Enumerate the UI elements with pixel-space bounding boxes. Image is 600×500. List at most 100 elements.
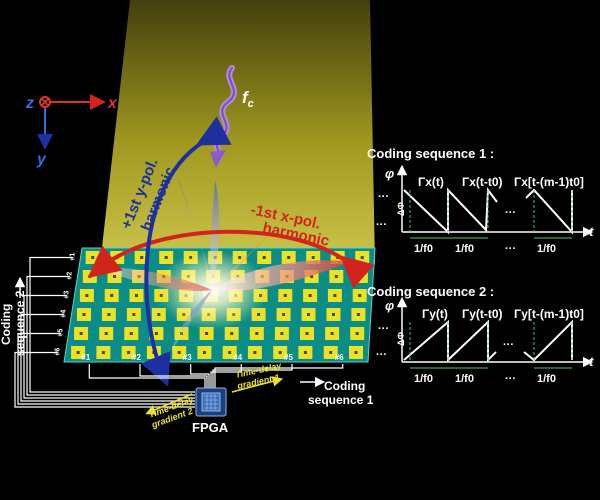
unit-cell-diode — [101, 351, 105, 354]
seq2-delta-phi: ΔΦ — [396, 332, 406, 346]
unit-cell-diode — [157, 313, 161, 316]
row-control-wire — [26, 275, 195, 396]
column-control-wire — [88, 364, 206, 388]
seq1-gamma-2: Γx(t-t0) — [462, 175, 503, 189]
seq2-title: Coding sequence 2 : — [367, 284, 494, 299]
row-label: #3 — [64, 291, 71, 299]
coding-seq2-label-1: Coding — [0, 304, 13, 345]
unit-cell-diode — [230, 332, 234, 335]
unit-cell-diode — [329, 351, 333, 354]
row-label: #6 — [55, 348, 62, 356]
row-control-wire — [17, 332, 195, 405]
unit-cell-diode — [333, 294, 337, 297]
seq2-guides — [409, 322, 573, 362]
unit-cell-diode — [140, 256, 144, 259]
coding-sequence-2-panel: Coding sequence 2 : φ t ΔΦ ··· ··· Γy(t)… — [367, 284, 594, 385]
seq2-period-label-2: 1/f0 — [455, 373, 474, 385]
unit-cell-diode — [91, 256, 95, 259]
unit-cell-diode — [354, 351, 358, 354]
seq2-dots-mid: ··· — [503, 339, 514, 351]
seq2-dots-left2: ··· — [376, 349, 387, 361]
unit-cell-diode — [278, 351, 282, 354]
row-label: #2 — [67, 272, 74, 280]
unit-cell-diode — [76, 351, 80, 354]
seq1-dots-bottom: ··· — [505, 243, 516, 255]
unit-cell-diode — [287, 256, 291, 259]
row-label: #4 — [61, 310, 68, 318]
unit-cell-diode — [104, 332, 108, 335]
column-label: #3 — [183, 353, 192, 362]
fpga-label: FPGA — [192, 420, 229, 435]
seq2-t-label: t — [589, 354, 594, 369]
unit-cell-diode — [303, 351, 307, 354]
seq1-delta-phi: ΔΦ — [396, 202, 406, 216]
coding-seq2-label-2: sequence 2 — [13, 290, 27, 356]
carrier-frequency-label: fc — [242, 88, 254, 110]
column-control-wire — [190, 364, 210, 388]
coding-seq1-label-2: sequence 1 — [308, 393, 374, 407]
z-axis-icon — [39, 96, 51, 108]
row-control-wire — [29, 256, 195, 393]
seq2-period-label-1: 1/f0 — [414, 373, 433, 385]
unit-cell-diode — [330, 332, 334, 335]
seq2-dots-bottom: ··· — [505, 373, 516, 385]
seq1-period-label-2: 1/f0 — [455, 243, 474, 255]
column-control-wire — [214, 364, 344, 388]
column-label: #4 — [233, 353, 242, 362]
unit-cell-diode — [360, 256, 364, 259]
unit-cell-diode — [257, 313, 261, 316]
seq1-dots-mid: ··· — [505, 207, 516, 219]
unit-cell-diode — [308, 294, 312, 297]
seq1-dots-left2: ··· — [376, 219, 387, 231]
seq2-gamma-1: Γy(t) — [422, 307, 448, 321]
unit-cell-diode — [255, 332, 259, 335]
unit-cell-diode — [307, 313, 310, 316]
unit-cell-diode — [132, 313, 136, 316]
seq1-guides — [409, 190, 573, 232]
y-axis-label: y — [36, 151, 47, 168]
unit-cell-diode — [283, 294, 287, 297]
unit-cell-diode — [127, 351, 131, 354]
unit-cell-diode — [177, 351, 181, 354]
coordinate-axes: z x y — [25, 94, 118, 168]
unit-cell-diode — [228, 351, 232, 354]
seq2-dots-left: ··· — [378, 323, 389, 335]
row-control-wire — [14, 351, 195, 408]
seq1-gamma-1: Γx(t) — [418, 175, 444, 189]
seq1-period-label-3: 1/f0 — [537, 243, 556, 255]
unit-cell-diode — [305, 332, 309, 335]
seq2-period-label-3: 1/f0 — [537, 373, 556, 385]
z-axis-cross — [40, 97, 50, 107]
coding-sequence-1-panel: Coding sequence 1 : φ t ΔΦ ··· ··· Γx(t)… — [367, 146, 594, 255]
unit-cell-diode — [332, 313, 335, 316]
row-label: #1 — [70, 253, 77, 261]
unit-cell-diode — [110, 294, 114, 297]
unit-cell-diode — [88, 275, 92, 278]
unit-cell-diode — [253, 351, 257, 354]
unit-cell-diode — [79, 332, 83, 335]
seq1-title: Coding sequence 1 : — [367, 146, 494, 161]
unit-cell-diode — [356, 313, 360, 316]
seq2-gamma-2: Γy(t-t0) — [462, 307, 503, 321]
unit-cell-diode — [334, 275, 338, 278]
seq1-period-label-1: 1/f0 — [414, 243, 433, 255]
unit-cell-diode — [135, 294, 138, 297]
seq2-phi-label: φ — [385, 298, 394, 313]
unit-cell-diode — [205, 332, 209, 335]
unit-cell-diode — [355, 332, 359, 335]
unit-cell-diode — [282, 313, 286, 316]
unit-cell-diode — [82, 313, 86, 316]
unit-cell-diode — [85, 294, 89, 297]
control-wiring — [14, 256, 344, 408]
row-labels: #1#2#3#4#5#6 — [55, 253, 77, 356]
seq1-phi-label: φ — [385, 166, 394, 181]
row-control-wire — [20, 313, 195, 402]
fpga-chip: FPGA — [192, 387, 229, 435]
y-pol-harmonic-arrow — [141, 116, 232, 387]
seq1-dots-left: ··· — [378, 191, 389, 203]
column-label: #1 — [81, 353, 90, 362]
unit-cell-diode — [164, 256, 168, 259]
unit-cell-diode — [129, 332, 133, 335]
unit-cell-diode — [262, 256, 266, 259]
